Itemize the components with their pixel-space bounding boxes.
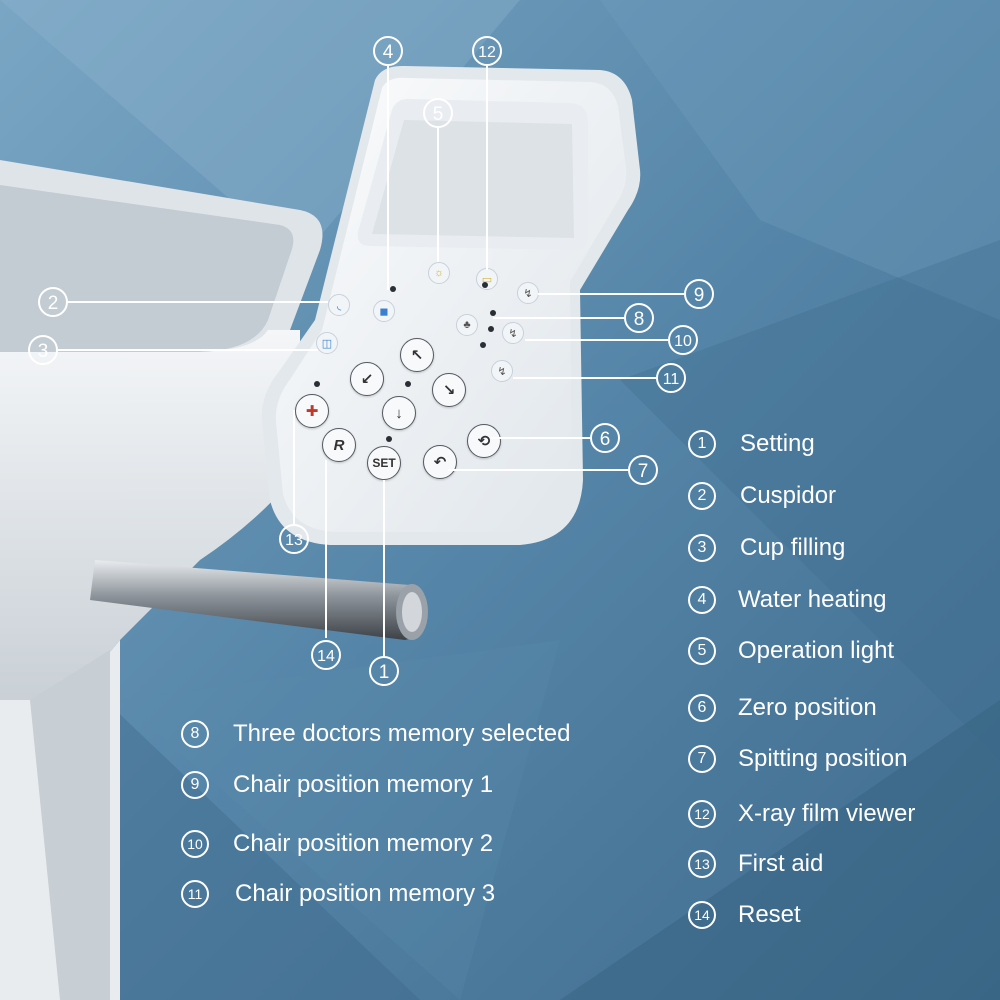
set-button[interactable]: SET bbox=[367, 446, 401, 480]
legend-label: Chair position memory 1 bbox=[233, 771, 494, 798]
chair-memory-2-icon[interactable]: ↯ bbox=[502, 322, 524, 344]
legend-label: Chair position memory 2 bbox=[233, 830, 494, 857]
legend-number: 2 bbox=[688, 482, 716, 510]
legend-number: 5 bbox=[688, 637, 716, 665]
callout-8: 8 bbox=[624, 303, 654, 333]
legend-number: 7 bbox=[688, 745, 716, 773]
legend-label: Spitting position bbox=[738, 745, 908, 772]
legend-item-operation-light: 5 Operation light bbox=[688, 634, 894, 668]
callout-5: 5 bbox=[423, 98, 453, 128]
legend-item-xray-film-viewer: 12 X-ray film viewer bbox=[688, 797, 915, 831]
legend-item-setting: 1 Setting bbox=[688, 427, 815, 461]
legend-number: 14 bbox=[688, 901, 716, 929]
callout-1: 1 bbox=[369, 656, 399, 686]
callout-12: 12 bbox=[472, 36, 502, 66]
callout-14: 14 bbox=[311, 640, 341, 670]
legend-number: 13 bbox=[688, 850, 716, 878]
callout-4: 4 bbox=[373, 36, 403, 66]
legend-item-water-heating: 4 Water heating bbox=[688, 583, 887, 617]
callout-11: 11 bbox=[656, 363, 686, 393]
cup-filling-icon[interactable]: ◫ bbox=[316, 332, 338, 354]
chair-up-button[interactable]: ↖ bbox=[400, 338, 434, 372]
legend-number: 11 bbox=[181, 880, 209, 908]
zero-position-button[interactable]: ⟲ bbox=[467, 424, 501, 458]
legend-item-chair-memory-2: 10 Chair position memory 2 bbox=[181, 827, 493, 861]
indicator-dot bbox=[386, 436, 392, 442]
legend-item-cuspidor: 2 Cuspidor bbox=[688, 479, 836, 513]
legend-label: X-ray film viewer bbox=[738, 800, 916, 827]
first-aid-button[interactable]: ✚ bbox=[295, 394, 329, 428]
legend-number: 8 bbox=[181, 720, 209, 748]
legend-label: Cup filling bbox=[740, 534, 846, 561]
legend-number: 9 bbox=[181, 771, 209, 799]
legend-item-chair-memory-3: 11 Chair position memory 3 bbox=[181, 877, 495, 911]
legend-number: 1 bbox=[688, 430, 716, 458]
cuspidor-icon[interactable]: ◟ bbox=[328, 294, 350, 316]
legend-label: Zero position bbox=[738, 694, 877, 721]
indicator-dot bbox=[390, 286, 396, 292]
callout-3: 3 bbox=[28, 335, 58, 365]
legend-label: First aid bbox=[738, 850, 824, 877]
indicator-dot bbox=[480, 342, 486, 348]
legend-item-first-aid: 13 First aid bbox=[688, 847, 823, 881]
chair-memory-3-icon[interactable]: ↯ bbox=[491, 360, 513, 382]
callout-9: 9 bbox=[684, 279, 714, 309]
water-heating-icon[interactable]: ◼ bbox=[373, 300, 395, 322]
legend-label: Chair position memory 3 bbox=[235, 880, 496, 907]
indicator-dot bbox=[490, 310, 496, 316]
backrest-down-button[interactable]: ↘ bbox=[432, 373, 466, 407]
callout-6: 6 bbox=[590, 423, 620, 453]
chair-down-button[interactable]: ↓ bbox=[382, 396, 416, 430]
legend-number: 10 bbox=[181, 830, 209, 858]
legend-number: 12 bbox=[688, 800, 716, 828]
callout-13: 13 bbox=[279, 524, 309, 554]
legend-label: Three doctors memory selected bbox=[233, 720, 571, 747]
indicator-dot bbox=[314, 381, 320, 387]
reset-button[interactable]: R bbox=[322, 428, 356, 462]
legend-label: Cuspidor bbox=[740, 482, 837, 509]
indicator-dot bbox=[482, 282, 488, 288]
indicator-dot bbox=[488, 326, 494, 332]
legend-label: Water heating bbox=[738, 586, 887, 613]
legend-item-three-doctors-memory: 8 Three doctors memory selected bbox=[181, 717, 570, 751]
legend-item-spitting-position: 7 Spitting position bbox=[688, 742, 907, 776]
legend-label: Reset bbox=[738, 901, 801, 928]
legend-number: 3 bbox=[688, 534, 716, 562]
callout-2: 2 bbox=[38, 287, 68, 317]
legend-number: 6 bbox=[688, 694, 716, 722]
indicator-dot bbox=[405, 381, 411, 387]
legend-item-reset: 14 Reset bbox=[688, 898, 801, 932]
legend-item-zero-position: 6 Zero position bbox=[688, 691, 877, 725]
legend-number: 4 bbox=[688, 586, 716, 614]
callout-7: 7 bbox=[628, 455, 658, 485]
legend-item-cup-filling: 3 Cup filling bbox=[688, 531, 845, 565]
callout-10: 10 bbox=[668, 325, 698, 355]
backrest-up-button[interactable]: ↙ bbox=[350, 362, 384, 396]
three-doctors-icon[interactable]: ♣ bbox=[456, 314, 478, 336]
spitting-position-button[interactable]: ↶ bbox=[423, 445, 457, 479]
legend-label: Setting bbox=[740, 430, 815, 457]
legend-label: Operation light bbox=[738, 637, 895, 664]
operation-light-icon[interactable]: ☼ bbox=[428, 262, 450, 284]
legend-item-chair-memory-1: 9 Chair position memory 1 bbox=[181, 768, 493, 802]
